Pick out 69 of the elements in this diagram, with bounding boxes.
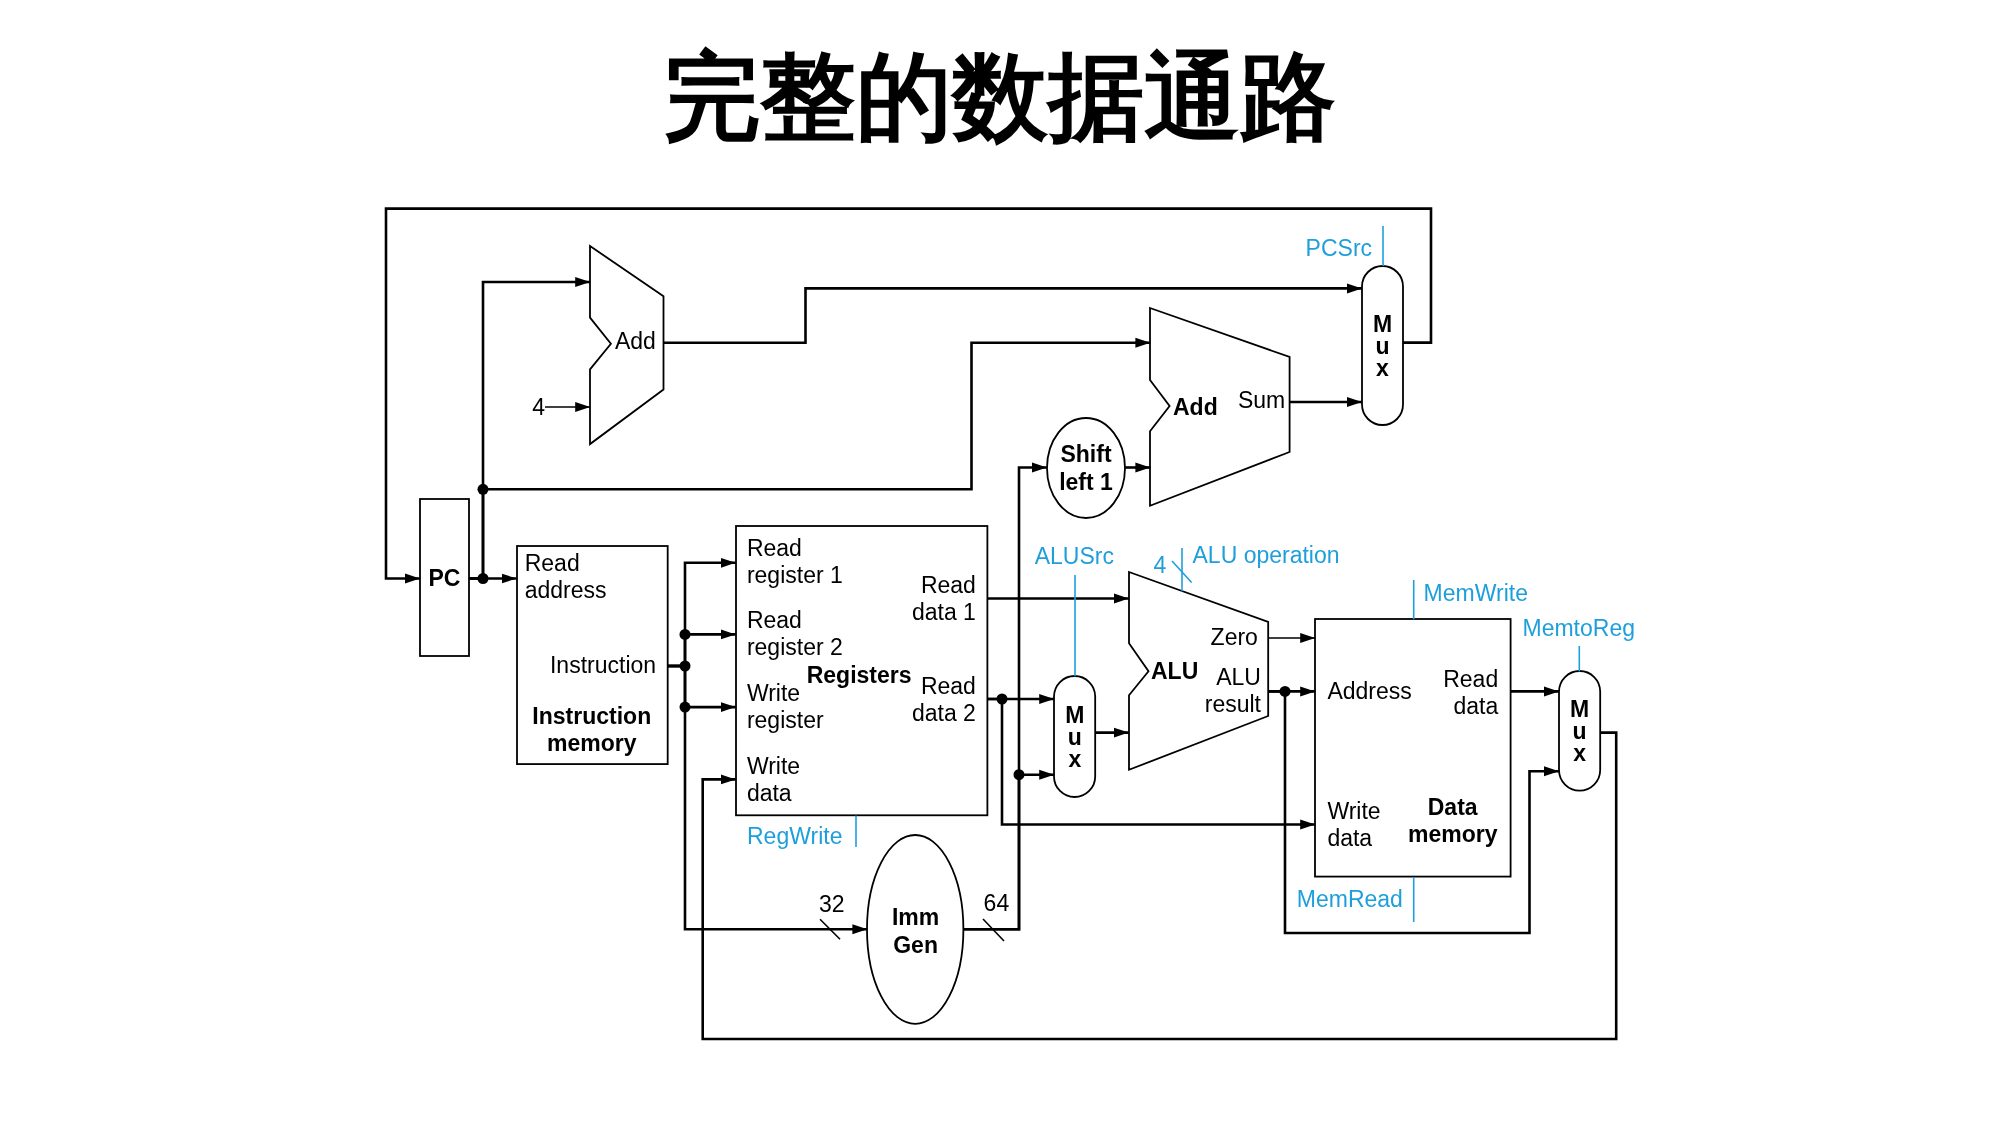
memory-box — [1315, 619, 1511, 877]
signal-label: PCSrc — [1305, 235, 1373, 262]
line — [1412, 579, 1415, 621]
signal-label: MemRead — [1296, 886, 1403, 913]
register-file-box — [735, 526, 987, 816]
line — [1074, 574, 1076, 677]
port-label: Read address — [524, 550, 608, 605]
arrow — [987, 697, 1316, 830]
signal-label: MemtoReg — [1522, 614, 1635, 642]
bus-width-label: 4 — [1153, 551, 1167, 579]
port-label: Zero — [1210, 624, 1258, 652]
port-label: Read data 1 — [910, 572, 976, 627]
title: 完整的数据通路 — [664, 42, 1336, 152]
block-label: Add — [615, 328, 656, 356]
multiplexer — [1559, 671, 1601, 792]
constant-label: 4 — [532, 393, 545, 421]
ellipse-block — [867, 834, 964, 1024]
port-label: Read data 2 — [911, 672, 976, 727]
port-label: Instruction — [550, 652, 657, 680]
arrow — [1125, 462, 1151, 473]
ellipse-block — [1047, 418, 1125, 518]
arrow — [1510, 686, 1559, 697]
block-label: Imm Gen — [891, 903, 941, 959]
block-label: M u x — [1064, 703, 1086, 770]
signal-label: RegWrite — [747, 823, 843, 851]
alu-block — [1128, 572, 1268, 770]
block-label: Shift left 1 — [1058, 440, 1114, 496]
arrow — [667, 664, 868, 935]
adder-block — [1150, 307, 1290, 506]
block-label: Add — [1173, 393, 1218, 421]
signal-label: MemWrite — [1423, 579, 1528, 607]
block-label: PC — [428, 564, 461, 592]
arrow — [1290, 397, 1362, 407]
port-label: Sum — [1238, 386, 1286, 414]
port-label: Read register 1 — [746, 535, 844, 590]
line — [855, 814, 857, 848]
port-label: Read register 2 — [746, 607, 844, 662]
multiplexer — [1362, 266, 1403, 425]
block-label: M u x — [1569, 698, 1591, 765]
signal-label: ALUSrc — [1034, 542, 1114, 570]
arrow — [963, 769, 1055, 931]
port-label: Address — [1327, 677, 1412, 705]
port-label: Write data — [1327, 798, 1382, 852]
arrow — [663, 283, 1362, 344]
arrow — [469, 337, 1151, 580]
bus-width-label: 64 — [983, 889, 1010, 917]
line — [1412, 876, 1415, 923]
block-label: ALU — [1151, 657, 1199, 685]
block-label: Instruction memory — [531, 702, 652, 757]
port-label: Write data — [746, 753, 802, 808]
arrow — [1268, 690, 1559, 935]
block-label: Data memory — [1407, 794, 1499, 849]
arrow — [544, 402, 591, 412]
bus-width-label: 32 — [819, 890, 845, 918]
port-label: ALU result — [1203, 664, 1261, 719]
signal-label: ALU operation — [1192, 541, 1340, 569]
line — [1181, 547, 1183, 592]
arrow — [701, 731, 1618, 1041]
multiplexer — [1054, 676, 1096, 798]
line — [1382, 225, 1384, 267]
line — [1578, 645, 1581, 673]
arrow — [1095, 727, 1129, 738]
arrow — [1267, 633, 1316, 643]
memory-box — [516, 545, 668, 764]
arrow — [987, 593, 1129, 604]
register-box — [420, 499, 469, 656]
adder-block — [590, 246, 664, 445]
port-label: Read data — [1442, 665, 1499, 720]
block-label: M u x — [1372, 312, 1393, 379]
